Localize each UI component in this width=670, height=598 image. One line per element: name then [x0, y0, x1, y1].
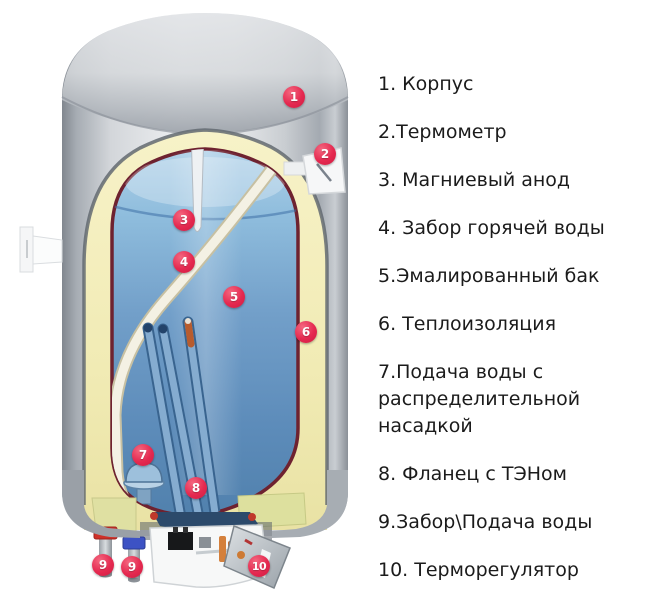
thermometer-needle [316, 163, 332, 182]
part-marker-4: 4 [173, 251, 195, 273]
legend-item-3: 3. Магниевый анод [378, 169, 571, 191]
part-marker-7: 7 [132, 444, 154, 466]
legend-item-7: 7.Подача воды с распределительной насадк… [378, 361, 581, 437]
orange-screw-1 [219, 536, 226, 562]
part-marker-8: 8 [185, 477, 207, 499]
part-marker-1: 1 [283, 86, 305, 108]
part-marker-9b: 9 [121, 556, 143, 578]
legend-list: 1. Корпус 2.Термометр 3. Магниевый анод … [378, 71, 666, 584]
part-marker-6: 6 [295, 321, 317, 343]
bottom-assembly [62, 470, 348, 589]
thermostat-probe-tube [182, 316, 221, 516]
part-marker-10: 10 [248, 555, 270, 577]
part-marker-9a: 9 [92, 554, 114, 576]
legend-item-1: 1. Корпус [378, 73, 474, 95]
part-marker-2: 2 [314, 143, 336, 165]
legend-item-4: 4. Забор горячей воды [378, 217, 605, 239]
electrical-block [168, 532, 193, 550]
legend-item-9: 9.Забор\Подача воды [378, 511, 593, 533]
wall-bracket [19, 226, 63, 273]
legend-item-6: 6. Теплоизоляция [378, 313, 557, 335]
legend-item-2: 2.Термометр [378, 121, 507, 143]
legend-item-5: 5.Эмалированный бак [378, 265, 600, 287]
magnesium-anode-tube [190, 149, 205, 232]
part-marker-3: 3 [173, 209, 195, 231]
legend-item-8: 8. Фланец с ТЭНом [378, 463, 567, 485]
top-dome [62, 13, 348, 133]
distribution-nozzle [123, 462, 165, 505]
legend-item-10: 10. Терморегулятор [378, 559, 579, 581]
part-marker-5: 5 [223, 286, 245, 308]
